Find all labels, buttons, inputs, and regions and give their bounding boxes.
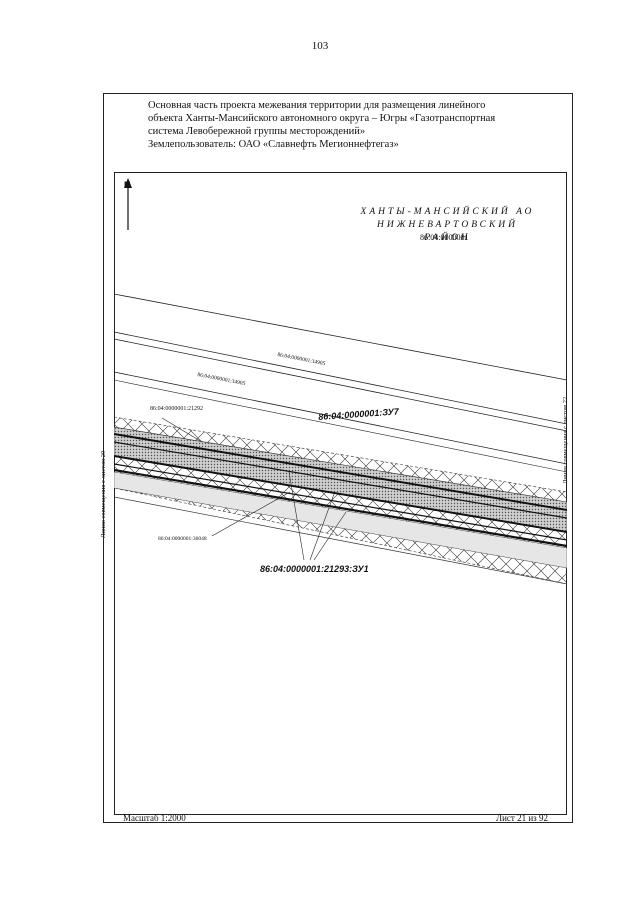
- leader-line: [288, 471, 305, 561]
- parcel-boundary: [114, 331, 567, 425]
- header-line-4: Землепользователь: ОАО «Славнефть Мегион…: [148, 139, 399, 150]
- map-drawing: [114, 172, 567, 815]
- parcel-boundary: [114, 338, 567, 432]
- leader-line: [313, 511, 347, 561]
- sheet-link-left: Линия совмещения с листом 20: [100, 450, 107, 538]
- leader-line: [161, 417, 203, 443]
- sheet-number: Лист 21 из 92: [496, 813, 548, 823]
- leader-line: [211, 491, 291, 537]
- parcel-label-zu1: 86:04:0000001:21293:ЗУ1: [260, 564, 369, 574]
- header-line-1: Основная часть проекта межевания террито…: [148, 100, 486, 111]
- parcel-label-21292: 86:04:0000001:21292: [150, 406, 204, 412]
- cadastral-map: [114, 172, 567, 815]
- pipeline-line: [114, 441, 567, 519]
- region-code: 86:04:0000001: [420, 233, 469, 242]
- pipeline-line: [114, 468, 567, 548]
- sheet-link-right: Линия совмещения с листом 22: [562, 396, 569, 484]
- region-title: ХАНТЫ-МАНСИЙСКИЙ АО НИЖНЕВАРТОВСКИЙ РАЙО…: [360, 206, 535, 245]
- pipeline-line: [114, 463, 567, 541]
- pipeline-line: [114, 455, 567, 533]
- north-arrow-head: [124, 178, 132, 188]
- leader-line: [309, 493, 335, 561]
- map-scale: Масштаб 1:2000: [123, 813, 186, 823]
- parcel-label-36048: 86:04:0000001:36048: [158, 536, 207, 542]
- document-header: Основная часть проекта межевания террито…: [148, 99, 548, 151]
- page-number: 103: [311, 40, 329, 52]
- parcel-boundary: [114, 293, 567, 381]
- parcel-boundary: [114, 379, 567, 473]
- header-line-2: объекта Ханты-Мансийского автономного ок…: [148, 113, 496, 124]
- north-label: N: [124, 180, 131, 190]
- parcel-boundary: [114, 496, 567, 585]
- parcel-boundary: [114, 371, 567, 465]
- pipeline-line: [114, 433, 567, 511]
- document-frame: [103, 93, 573, 823]
- header-line-3: система Левобережной группы месторождени…: [148, 126, 366, 137]
- region-line-2: НИЖНЕВАРТОВСКИЙ РАЙОН: [376, 220, 518, 243]
- region-line-1: ХАНТЫ-МАНСИЙСКИЙ АО: [360, 207, 535, 217]
